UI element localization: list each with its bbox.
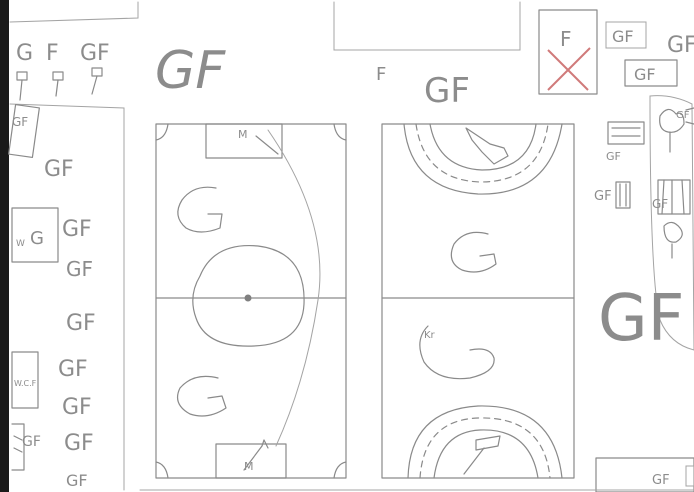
crossed-box-label: F [560, 27, 572, 51]
right-big-label: GF [598, 282, 684, 356]
left-g-box-label: G [30, 228, 44, 249]
left-label-6: GF [62, 395, 92, 420]
left-label-3: GF [66, 257, 93, 281]
top-right-label-2: GF [667, 33, 694, 58]
cross-mark [548, 48, 590, 90]
court-left-bottom-goal-label: M [244, 460, 254, 473]
court-left-top-goal-label: M [238, 128, 248, 141]
left-label-1: GF [44, 157, 74, 182]
left-small-sign [9, 105, 40, 158]
left-label-7: GF [22, 434, 41, 450]
left-top-label-g: G [16, 41, 33, 66]
top-right-label-1: GF [612, 27, 634, 46]
left-top-label-gf: GF [80, 41, 110, 66]
top-center-label: F [376, 64, 386, 85]
top-right-label-3: GF [634, 65, 656, 84]
top-mid-label: GF [424, 71, 470, 111]
right-bottom-label: GF [652, 473, 670, 488]
court-right [382, 124, 574, 478]
right-label-3: GF [676, 110, 690, 121]
court-right-small-text: Kr [424, 330, 436, 341]
left-label-8: GF [64, 431, 94, 456]
left-lower-box-label: W.C.F [14, 379, 37, 388]
right-label-1: GF [594, 189, 612, 204]
left-label-bottom: GF [66, 471, 88, 490]
left-top-label-f: F [46, 41, 59, 66]
crossed-box [539, 10, 597, 94]
left-label-4: GF [66, 311, 96, 336]
right-label-2: GF [652, 197, 668, 211]
right-label-0: GF [606, 150, 621, 163]
top-big-label: GF [155, 41, 226, 101]
top-left-frame [10, 2, 138, 22]
left-label-2: GF [62, 217, 92, 242]
left-label-0: GF [12, 115, 28, 129]
left-label-5: GF [58, 357, 88, 382]
top-center-box [334, 2, 520, 50]
tiny-tree-row [17, 68, 102, 100]
left-g-box-small: W [16, 239, 25, 249]
court-left [156, 124, 346, 478]
paper-left-edge [0, 0, 9, 492]
